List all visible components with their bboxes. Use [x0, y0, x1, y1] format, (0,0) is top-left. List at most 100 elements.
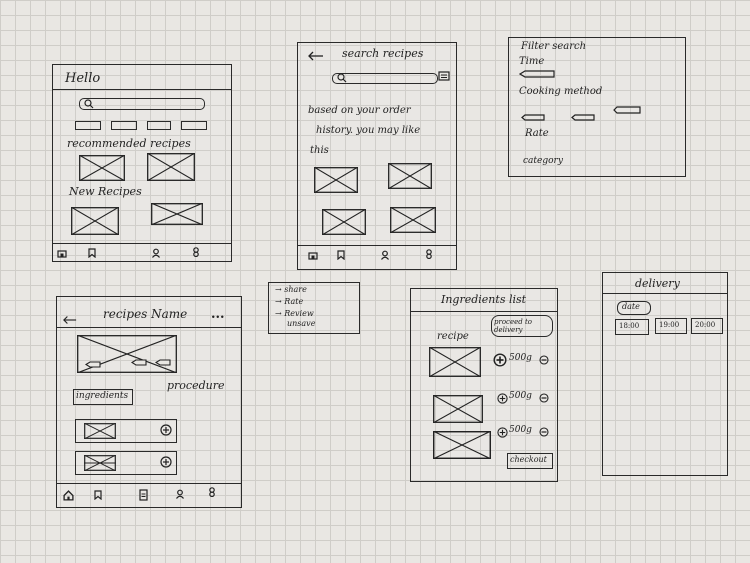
image-dot[interactable]: [131, 359, 147, 366]
home-filter-chip[interactable]: [75, 121, 101, 130]
back-arrow-icon[interactable]: [308, 51, 324, 61]
ingredient-quantity: 500g: [509, 353, 532, 363]
time-slot-button[interactable]: 20:00: [691, 318, 723, 334]
tab-ingredients[interactable]: ingredients: [73, 389, 133, 405]
recipe-thumbnail[interactable]: [314, 167, 358, 193]
ingredient-thumbnail: [84, 455, 116, 471]
ingredients-header-divider: [411, 311, 557, 313]
recipe-nav-divider: [57, 483, 241, 485]
delivery-header-divider: [603, 293, 727, 295]
recipe-thumbnail[interactable]: [388, 163, 432, 189]
add-icon[interactable]: [160, 424, 172, 436]
home-filter-chip[interactable]: [181, 121, 207, 130]
more-options-icon[interactable]: ...: [211, 307, 225, 322]
ingredient-quantity: 500g: [509, 425, 532, 435]
home-nav-divider: [53, 243, 231, 245]
ingredient-thumbnail: [433, 431, 491, 459]
recipe-section-label: recipe: [437, 331, 469, 342]
menu-item-unsave-label: unsave: [287, 319, 316, 328]
remove-icon[interactable]: [539, 355, 549, 365]
back-arrow-icon[interactable]: [63, 315, 77, 325]
recipe-header-divider: [57, 327, 241, 329]
settings-icon[interactable]: [424, 249, 434, 259]
ingredient-quantity: 500g: [509, 391, 532, 401]
recipe-thumbnail[interactable]: [151, 203, 203, 225]
home-icon[interactable]: [63, 490, 74, 501]
filter-time-label: Time: [519, 56, 545, 67]
home-filter-chip[interactable]: [147, 121, 171, 130]
recommended-recipes-label: recommended recipes: [67, 137, 191, 150]
bookmark-icon[interactable]: [93, 490, 103, 500]
suggestion-text-line2: history. you may like: [316, 125, 421, 136]
search-bar[interactable]: [332, 73, 438, 84]
suggestion-text-line3: this: [310, 145, 329, 156]
ingredient-row[interactable]: [75, 451, 177, 475]
menu-item-rate[interactable]: → Rate: [275, 297, 304, 306]
user-icon[interactable]: [175, 489, 185, 499]
menu-item-review-label: Review: [284, 309, 314, 318]
menu-item-unsave[interactable]: unsave: [287, 319, 315, 328]
cooking-method-option[interactable]: [571, 114, 595, 121]
search-nav-divider: [298, 245, 456, 247]
home-search-bar[interactable]: [79, 98, 205, 110]
add-icon[interactable]: [493, 353, 507, 367]
tab-procedure[interactable]: procedure: [167, 379, 225, 392]
search-icon: [84, 99, 94, 109]
menu-item-share[interactable]: → share: [275, 285, 307, 294]
home-screen-sketch: Hello recommended recipes New Recipes: [52, 64, 232, 262]
image-prev-arrow[interactable]: [85, 361, 101, 368]
cart-icon[interactable]: [139, 489, 148, 501]
recipe-thumbnail[interactable]: [147, 153, 195, 181]
time-slot-label: 20:00: [695, 321, 716, 329]
time-slot-button[interactable]: 19:00: [655, 318, 687, 334]
date-picker[interactable]: date: [617, 301, 651, 315]
proceed-to-delivery-button[interactable]: proceed to delivery: [491, 315, 553, 337]
menu-item-review[interactable]: → Review: [275, 309, 314, 318]
recipe-thumbnail[interactable]: [79, 155, 125, 181]
ingredient-thumbnail: [429, 347, 481, 377]
add-icon[interactable]: [497, 393, 508, 404]
filter-title: Filter search: [521, 41, 587, 52]
cooking-method-option[interactable]: [521, 114, 545, 121]
ingredient-thumbnail: [84, 423, 116, 439]
settings-icon[interactable]: [191, 247, 201, 257]
ingredients-list-sketch: Ingredients list proceed to delivery rec…: [410, 288, 558, 482]
ingredients-title: Ingredients list: [441, 293, 527, 306]
checkout-button[interactable]: checkout: [507, 453, 553, 469]
add-icon[interactable]: [497, 427, 508, 438]
filter-icon[interactable]: [438, 71, 450, 81]
settings-icon[interactable]: [207, 487, 217, 497]
recipe-name-title: recipes Name: [103, 307, 188, 321]
search-screen-title: search recipes: [342, 47, 424, 60]
ingredient-row[interactable]: [75, 419, 177, 443]
tab-ingredients-label: ingredients: [76, 391, 129, 401]
ingredient-thumbnail: [433, 395, 483, 423]
remove-icon[interactable]: [539, 393, 549, 403]
user-icon[interactable]: [151, 248, 161, 258]
menu-item-rate-label: Rate: [284, 297, 304, 306]
recipe-thumbnail[interactable]: [322, 209, 366, 235]
recipe-thumbnail[interactable]: [390, 207, 436, 233]
proceed-to-delivery-label: proceed to delivery: [494, 318, 532, 334]
home-icon[interactable]: [57, 248, 67, 258]
recipe-detail-sketch: recipes Name ... ingredients procedure: [56, 296, 242, 508]
delivery-title: delivery: [635, 277, 680, 290]
search-icon: [337, 73, 347, 83]
add-icon[interactable]: [160, 456, 172, 468]
filter-category-label: category: [523, 156, 563, 166]
filter-rate-label: Rate: [525, 128, 549, 139]
home-filter-chip[interactable]: [111, 121, 137, 130]
time-slider[interactable]: [519, 70, 555, 78]
user-icon[interactable]: [380, 250, 390, 260]
new-recipes-label: New Recipes: [69, 185, 142, 198]
home-icon[interactable]: [308, 250, 318, 260]
cooking-method-option[interactable]: [613, 106, 641, 114]
time-slot-label: 18:00: [619, 322, 640, 330]
bookmark-icon[interactable]: [87, 248, 97, 258]
filter-cooking-method-label: Cooking method: [519, 86, 603, 97]
image-next-arrow[interactable]: [155, 359, 171, 366]
bookmark-icon[interactable]: [336, 250, 346, 260]
remove-icon[interactable]: [539, 427, 549, 437]
time-slot-button[interactable]: 18:00: [615, 319, 649, 335]
recipe-thumbnail[interactable]: [71, 207, 119, 235]
